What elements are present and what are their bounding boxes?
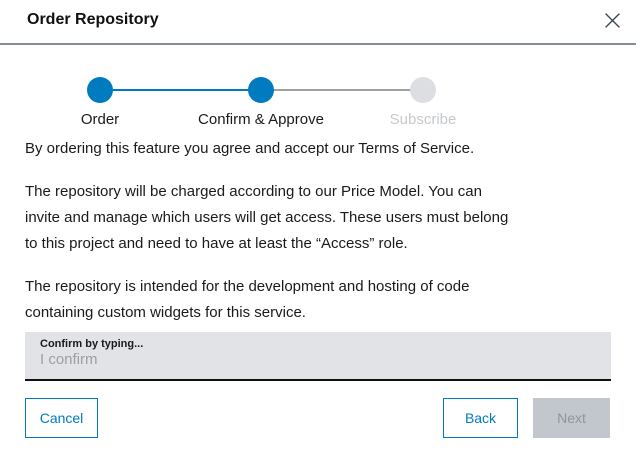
paragraph-price-model: The repository will be charged according… [25, 183, 509, 252]
step-label-subscribe: Subscribe [389, 111, 457, 128]
confirm-field-label: Confirm by typing... [40, 338, 144, 350]
step-label-order: Order [80, 111, 120, 128]
close-icon [604, 12, 620, 28]
dialog-body: By ordering this feature you agree and a… [25, 136, 611, 343]
next-button[interactable]: Next [533, 398, 610, 438]
confirm-input[interactable] [40, 351, 596, 368]
step-dot-order [87, 77, 113, 103]
step-label-confirm-approve: Confirm & Approve [198, 111, 324, 128]
header-divider [0, 43, 636, 45]
stepper-connector-active [100, 89, 261, 91]
dialog-title: Order Repository [27, 11, 159, 28]
step-dot-subscribe [410, 77, 436, 103]
cancel-button[interactable]: Cancel [25, 398, 98, 438]
paragraph-repository-purpose: The repository is intended for the devel… [25, 278, 470, 321]
stepper-connector-inactive [261, 89, 423, 91]
step-dot-confirm-approve [248, 77, 274, 103]
paragraph-terms-of-service: By ordering this feature you agree and a… [25, 140, 475, 157]
close-button[interactable] [600, 8, 624, 32]
confirm-field[interactable]: Confirm by typing... [25, 332, 611, 381]
back-button[interactable]: Back [443, 398, 518, 438]
